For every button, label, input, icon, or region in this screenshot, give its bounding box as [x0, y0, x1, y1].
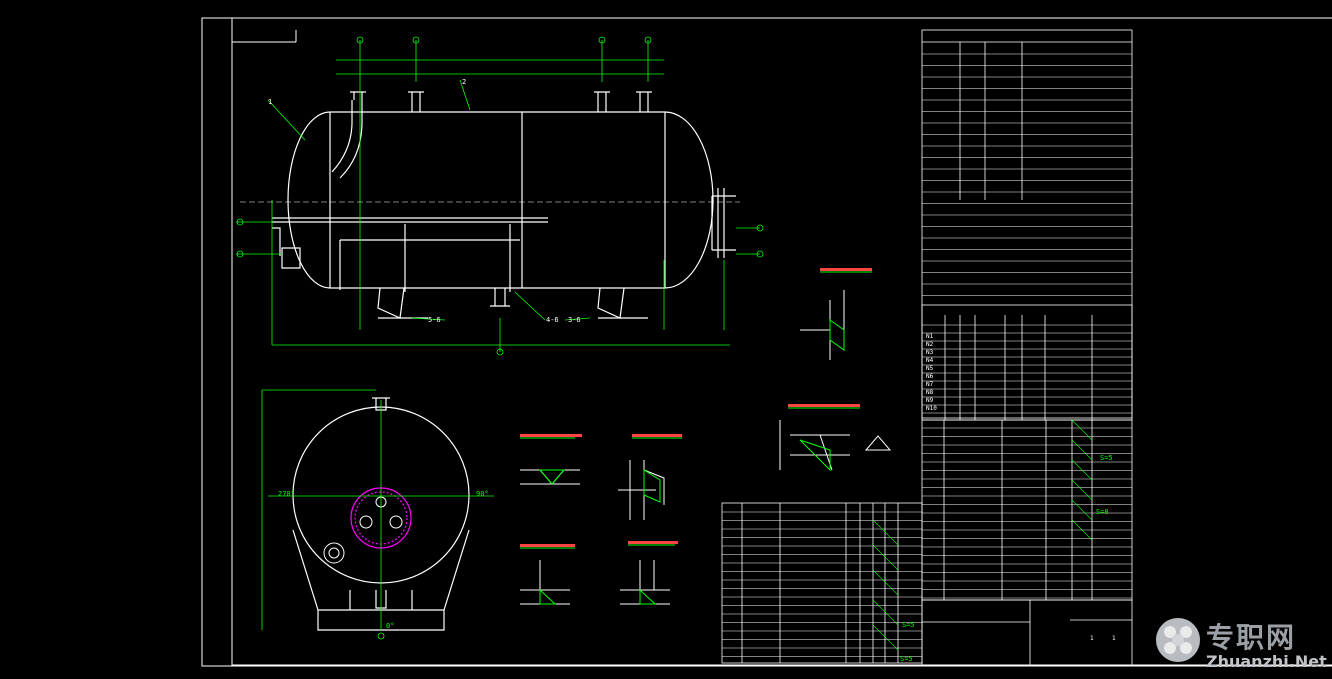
bom-green-cells	[872, 419, 1093, 651]
nozzle-mark-n8: N8	[926, 389, 934, 396]
nozzle-table	[921, 304, 1133, 421]
weld-detail-highlights	[520, 271, 872, 605]
title-block	[921, 599, 1133, 666]
end-view-dimensions	[261, 389, 494, 640]
vessel-elevation	[272, 91, 736, 319]
callout-5-6: 5-6	[428, 316, 441, 324]
nozzle-mark-n7: N7	[926, 381, 934, 388]
spec-table	[921, 29, 1133, 419]
bill-of-materials	[721, 419, 1133, 664]
angle-270: 270°	[278, 490, 295, 498]
watermark-zh: 专职网	[1206, 621, 1297, 654]
nozzle-mark-n2: N2	[926, 341, 934, 348]
bom-form-no-3: S=5	[1100, 454, 1113, 462]
bom-form-no-4: S=5	[902, 621, 915, 629]
angle-0: 0°	[386, 622, 394, 630]
dimension-lines	[236, 36, 764, 356]
bom-form-no: S=5	[900, 655, 913, 663]
callout-1: 1	[268, 98, 272, 106]
bom-form-no-2: S=8	[1096, 508, 1109, 516]
callout-4-6: 4-6	[546, 316, 559, 324]
nozzle-mark-n3: N3	[926, 349, 934, 356]
nozzle-mark-n10: N10	[926, 405, 937, 412]
detail-title-marks	[520, 268, 872, 547]
spec-table-rows	[722, 53, 1132, 657]
watermark: 专职网 Zhuanzhi.Net	[1148, 608, 1332, 679]
nozzle-mark-n9: N9	[926, 397, 934, 404]
angle-90: 90°	[476, 490, 489, 498]
callout-3-6: 3-6	[568, 316, 581, 324]
nozzle-mark-n4: N4	[926, 357, 934, 364]
watermark-logo-icon	[1156, 618, 1200, 662]
nozzle-mark-n5: N5	[926, 365, 934, 372]
page-total: 1	[1090, 635, 1094, 642]
watermark-en: Zhuanzhi.Net	[1206, 652, 1327, 671]
nozzle-mark-n1: N1	[926, 333, 934, 340]
nozzle-mark-n6: N6	[926, 373, 934, 380]
callout-2: 2	[462, 78, 466, 86]
page-number: 1	[1112, 635, 1116, 642]
